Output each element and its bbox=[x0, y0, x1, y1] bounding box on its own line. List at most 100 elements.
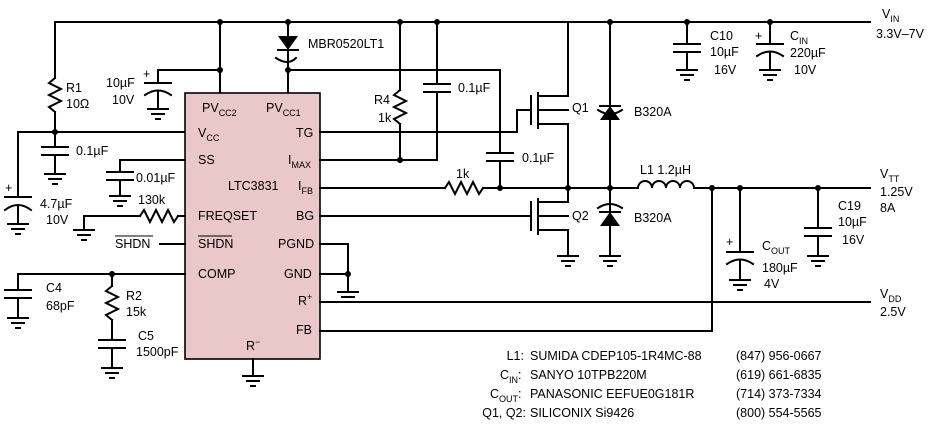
label-l1: L1 1.2µH bbox=[640, 163, 691, 177]
label-r1: R1 bbox=[66, 81, 82, 95]
label-vin: VIN bbox=[882, 7, 899, 24]
label-c4: C4 bbox=[46, 281, 62, 295]
pin-rminus: R− bbox=[246, 337, 260, 353]
label-vtt-a: 8A bbox=[880, 201, 896, 215]
label-r1-val: 10Ω bbox=[66, 97, 89, 111]
label-vdd-v: 2.5V bbox=[880, 305, 906, 319]
bom-ref: CIN: bbox=[500, 368, 522, 385]
diode-mbr0520 bbox=[274, 21, 299, 94]
capacitor-10uF: + bbox=[143, 67, 173, 120]
capacitor-c19 bbox=[804, 187, 832, 267]
pin-pvcc1: PVCC1 bbox=[266, 101, 301, 118]
capacitor-c4 bbox=[4, 273, 32, 329]
label-q2: Q2 bbox=[572, 209, 589, 223]
bom-part: SANYO 10TPB220M bbox=[530, 368, 647, 382]
bom-ref: Q1, Q2: bbox=[482, 406, 526, 420]
pin-ss: SS bbox=[198, 153, 215, 167]
resistor-r2 bbox=[103, 273, 121, 341]
label-r1k: 1k bbox=[456, 167, 470, 181]
label-r4: R4 bbox=[374, 93, 390, 107]
label-c10-val: 10µF bbox=[710, 45, 739, 59]
bom-phone: (619) 661-6835 bbox=[736, 368, 822, 382]
shdn-input-label: SHDN bbox=[115, 237, 150, 251]
capacitor-0.1uF-mid bbox=[486, 69, 514, 189]
mosfet-q2 bbox=[319, 187, 579, 267]
label-vtt-v: 1.25V bbox=[880, 185, 913, 199]
label-c4-val: 68pF bbox=[46, 299, 75, 313]
label-c47: 4.7µF bbox=[40, 197, 73, 211]
pin-gnd: GND bbox=[284, 267, 312, 281]
label-r4-val: 1k bbox=[378, 111, 392, 125]
capacitor-cout: + bbox=[725, 187, 755, 291]
label-mbr: MBR0520LT1 bbox=[308, 37, 384, 51]
svg-text:+: + bbox=[726, 235, 733, 249]
pin-pgnd: PGND bbox=[278, 237, 314, 251]
label-b320a-top: B320A bbox=[634, 105, 672, 119]
label-c19-val: 10µF bbox=[838, 215, 867, 229]
resistor-r1 bbox=[46, 21, 64, 135]
mosfet-q1 bbox=[530, 21, 569, 189]
capacitor-c5 bbox=[98, 339, 126, 379]
label-c5-val: 1500pF bbox=[136, 345, 179, 359]
label-c10v: 10V bbox=[112, 93, 135, 107]
pin-tg: TG bbox=[296, 126, 313, 140]
bom-ref: L1: bbox=[507, 349, 524, 363]
label-cout: COUT bbox=[762, 239, 791, 256]
pin-rplus: R+ bbox=[298, 292, 312, 308]
pin-bg: BG bbox=[296, 209, 314, 223]
ic-ltc3831 bbox=[184, 92, 321, 360]
pin-vcc: VCC bbox=[198, 126, 220, 143]
label-c10u: 10µF bbox=[106, 76, 135, 90]
label-c10: C10 bbox=[710, 29, 733, 43]
pin-imax: IMAX bbox=[288, 153, 311, 170]
capacitor-cin: + bbox=[755, 21, 785, 81]
label-cin-v: 10V bbox=[794, 63, 817, 77]
label-c5: C5 bbox=[138, 329, 154, 343]
capacitor-4.7uF: + bbox=[3, 181, 33, 235]
svg-text:+: + bbox=[5, 181, 12, 195]
bom-table: L1: SUMIDA CDEP105-1R4MC-88 (847) 956-06… bbox=[482, 349, 821, 420]
label-c19: C19 bbox=[838, 199, 861, 213]
svg-text:+: + bbox=[755, 29, 762, 43]
capacitor-0.1uF-vcc bbox=[41, 131, 69, 185]
label-r2-val: 15k bbox=[126, 305, 147, 319]
label-r130k: 130k bbox=[138, 193, 166, 207]
label-q1: Q1 bbox=[572, 101, 589, 115]
pin-comp: COMP bbox=[198, 267, 236, 281]
bom-part: PANASONIC EEFUE0G181R bbox=[530, 387, 694, 401]
label-c01-mid: 0.1µF bbox=[522, 151, 555, 165]
bom-ref: COUT: bbox=[490, 387, 522, 404]
pin-ifb: IFB bbox=[298, 179, 313, 196]
diode-b320a-top bbox=[596, 21, 624, 189]
pin-pvcc2: PVCC2 bbox=[202, 101, 237, 118]
pin-shdn: SHDN bbox=[198, 237, 233, 251]
capacitor-0.01uF bbox=[106, 159, 186, 207]
resistor-r4 bbox=[391, 21, 409, 161]
label-c001: 0.01µF bbox=[136, 171, 176, 185]
bom-phone: (800) 554-5565 bbox=[736, 406, 822, 420]
label-cout-val: 180µF bbox=[762, 261, 798, 275]
capacitor-c10 bbox=[673, 21, 701, 81]
label-c01-left: 0.1µF bbox=[76, 144, 109, 158]
label-cin: CIN bbox=[790, 29, 808, 46]
diode-b320a-bottom bbox=[596, 187, 624, 267]
vin-rail bbox=[54, 19, 871, 25]
bom-part: SUMIDA CDEP105-1R4MC-88 bbox=[530, 349, 702, 363]
bom-phone: (714) 373-7334 bbox=[736, 387, 822, 401]
capacitor-0.1uF-top bbox=[423, 21, 451, 161]
label-cout-v: 4V bbox=[764, 277, 780, 291]
label-c10-v: 16V bbox=[714, 63, 737, 77]
label-vdd: VDD bbox=[880, 287, 902, 304]
label-c19-v: 16V bbox=[842, 233, 865, 247]
pin-fb: FB bbox=[296, 323, 312, 337]
label-vtt: VTT bbox=[880, 167, 900, 184]
label-vin-range: 3.3V–7V bbox=[876, 27, 925, 41]
label-cin-val: 220µF bbox=[790, 46, 826, 60]
bom-phone: (847) 956-0667 bbox=[736, 349, 822, 363]
pin-freqset: FREQSET bbox=[198, 209, 257, 223]
resistor-130k bbox=[73, 207, 186, 241]
svg-text:+: + bbox=[143, 67, 150, 81]
bom-part: SILICONIX Si9426 bbox=[530, 406, 634, 420]
label-c47v: 10V bbox=[46, 213, 69, 227]
